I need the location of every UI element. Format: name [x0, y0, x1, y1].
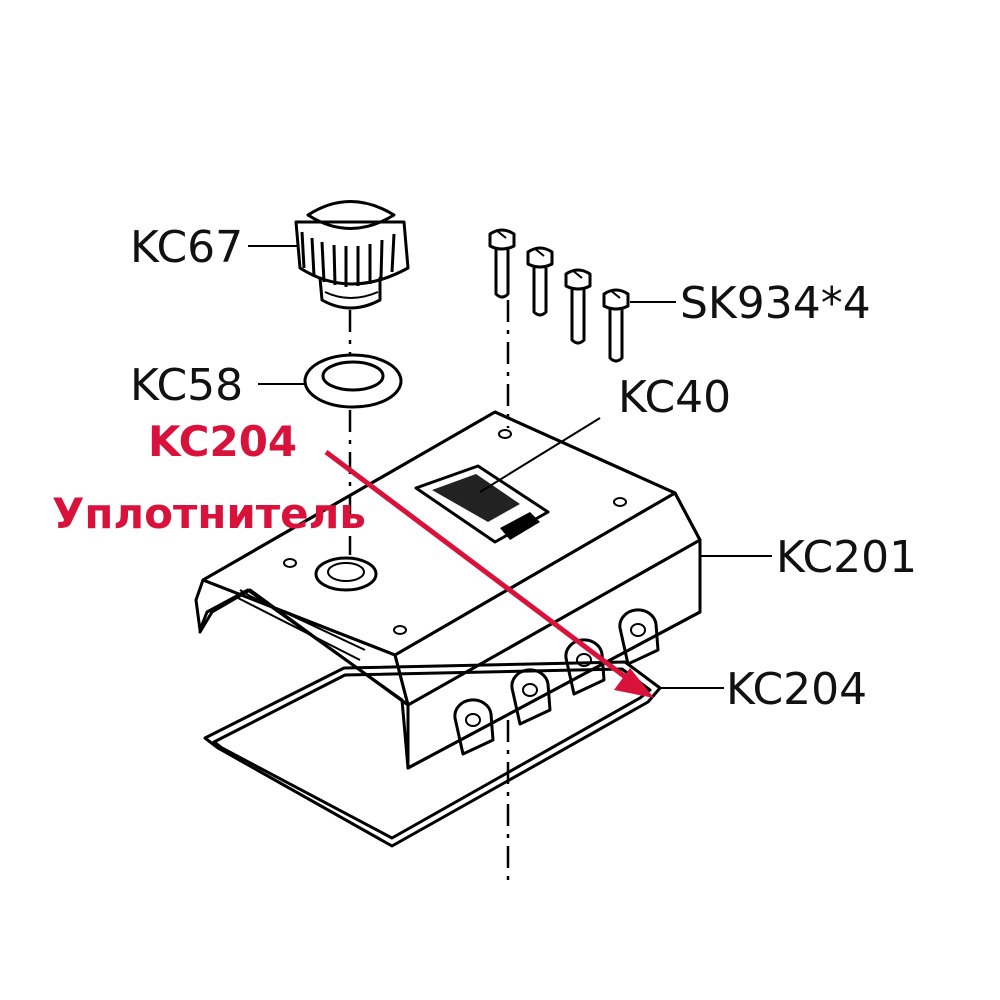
washer-kc58: [303, 353, 403, 409]
center-lines: [348, 300, 510, 880]
label-kc67: KC67: [130, 222, 243, 273]
red-annotation-arrow: [324, 450, 654, 698]
annotation-part-code: KC204: [148, 417, 297, 466]
leader-lines: [248, 245, 772, 689]
label-kc204: KC204: [726, 664, 867, 715]
annotation-part-name: Уплотнитель: [52, 489, 366, 538]
cover-kc201: [194, 410, 702, 770]
label-kc40: KC40: [618, 372, 731, 423]
cover-screw-lugs: [453, 608, 660, 756]
knob-kc67: [294, 200, 410, 310]
screws-sk934: [488, 228, 630, 363]
label-sk934: SK934*4: [680, 278, 871, 329]
label-kc58: KC58: [130, 360, 243, 411]
label-kc201: KC201: [776, 532, 917, 583]
